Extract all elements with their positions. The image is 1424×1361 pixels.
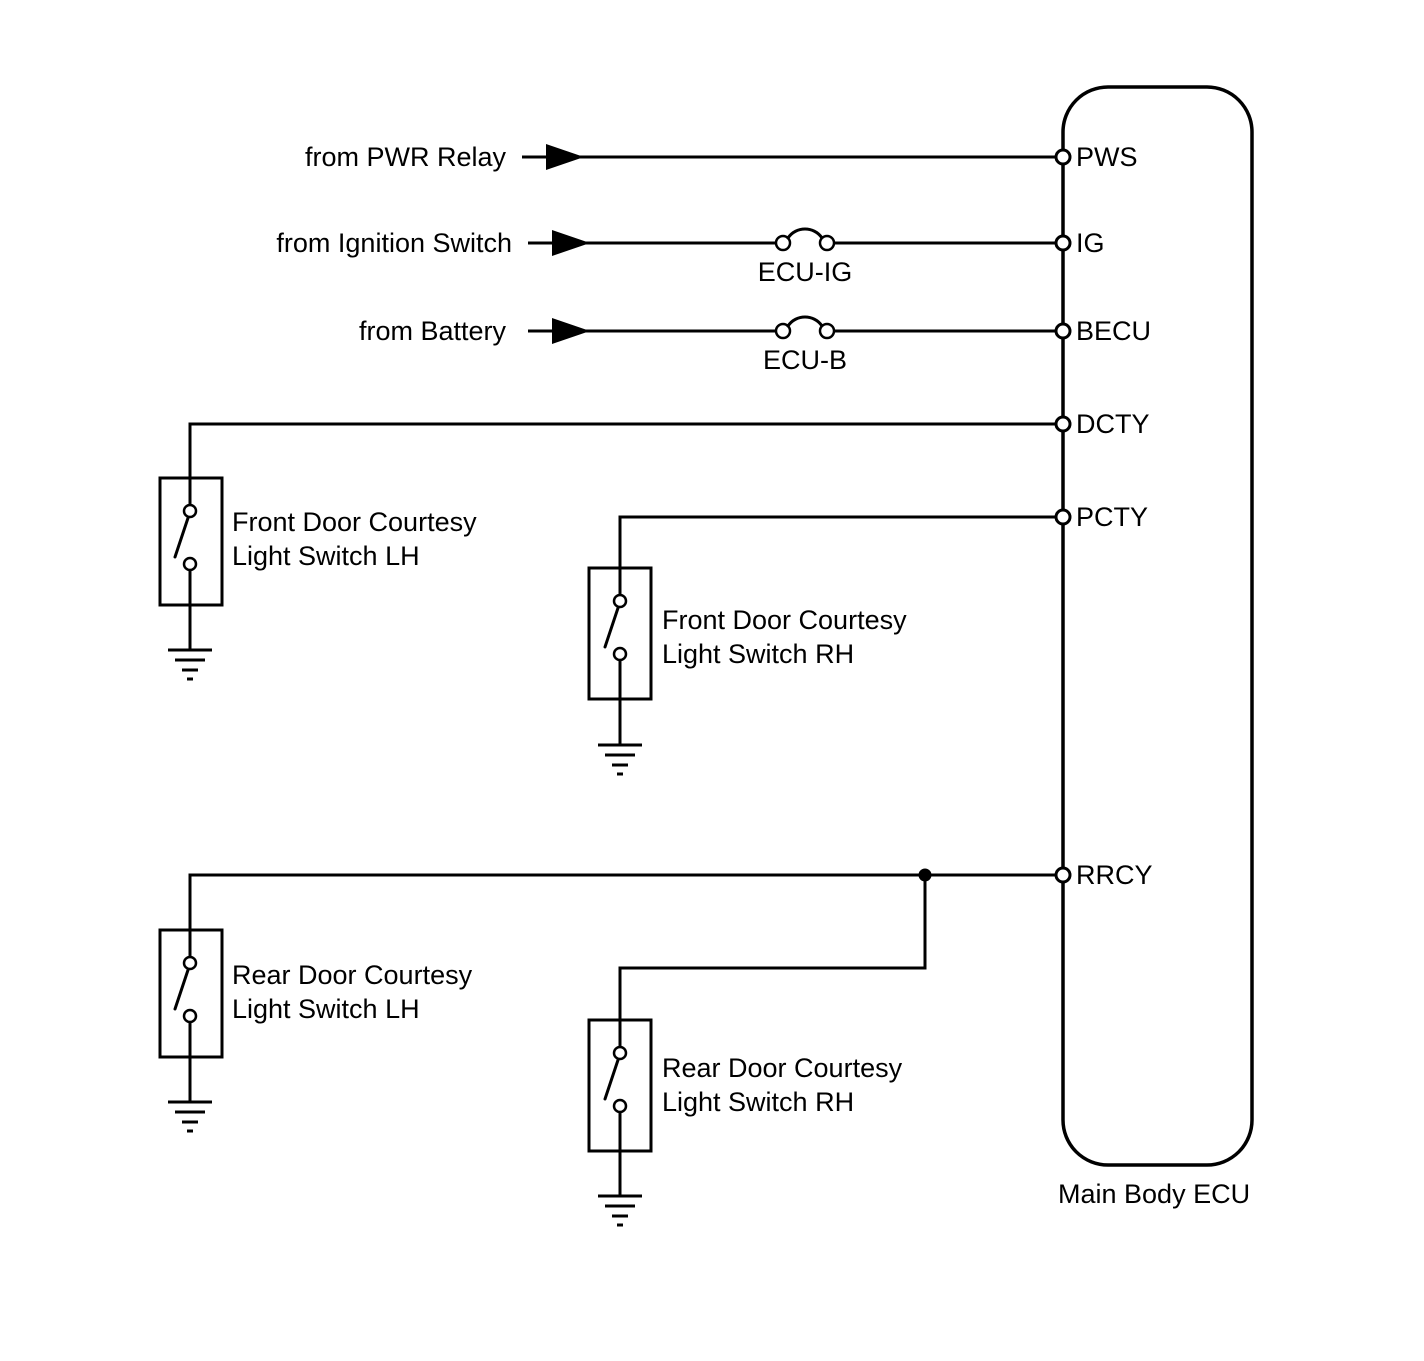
source-label-battery: from Battery bbox=[359, 316, 507, 346]
pin-label-dcty: DCTY bbox=[1076, 409, 1150, 439]
switch-contact bbox=[612, 1098, 628, 1114]
pin-label-ig: IG bbox=[1076, 228, 1105, 258]
pin-label-becu: BECU bbox=[1076, 316, 1151, 346]
switch-contact bbox=[612, 1045, 628, 1061]
switch-rear-door-rh: Rear Door Courtesy Light Switch RH bbox=[587, 1018, 903, 1227]
switch-blade bbox=[603, 1058, 620, 1101]
switch-contact bbox=[182, 503, 198, 519]
switch-blade bbox=[173, 968, 190, 1011]
fuse-contact bbox=[818, 322, 836, 340]
pin-label-rrcy: RRCY bbox=[1076, 860, 1153, 890]
fuse-contact bbox=[774, 322, 792, 340]
arrow-icon-becu bbox=[552, 318, 590, 344]
ground-icon-front-lh bbox=[168, 648, 212, 681]
fuse-ecu-b bbox=[774, 315, 836, 340]
wire-rrcy-branch bbox=[618, 875, 927, 1020]
switch-contact bbox=[182, 1008, 198, 1024]
arrow-icon-pws bbox=[546, 144, 584, 170]
circuit-becu: from Battery ECU-B BECU bbox=[359, 315, 1151, 375]
switch-label-line2: Light Switch RH bbox=[662, 1087, 854, 1117]
fuse-ecu-ig bbox=[774, 227, 836, 252]
source-label-ignition-switch: from Ignition Switch bbox=[276, 228, 512, 258]
pin-becu bbox=[1054, 322, 1072, 340]
wire-dcty bbox=[188, 422, 1056, 478]
source-label-pwr-relay: from PWR Relay bbox=[305, 142, 507, 172]
switch-label-line2: Light Switch LH bbox=[232, 994, 420, 1024]
ground-icon-rear-lh bbox=[168, 1100, 212, 1133]
pin-pws bbox=[1054, 148, 1072, 166]
circuit-pws: from PWR Relay PWS bbox=[305, 142, 1138, 172]
pin-rrcy bbox=[1054, 866, 1072, 884]
switch-label-line2: Light Switch LH bbox=[232, 541, 420, 571]
fuse-label-ecu-ig: ECU-IG bbox=[758, 257, 853, 287]
pin-label-pws: PWS bbox=[1076, 142, 1138, 172]
switch-label-line1: Front Door Courtesy bbox=[662, 605, 907, 635]
arrow-icon-ig bbox=[552, 230, 590, 256]
switch-label-line1: Rear Door Courtesy bbox=[662, 1053, 903, 1083]
main-body-ecu-label: Main Body ECU bbox=[1058, 1179, 1250, 1209]
fuse-contact bbox=[818, 234, 836, 252]
switch-label-line2: Light Switch RH bbox=[662, 639, 854, 669]
switch-contact bbox=[612, 593, 628, 609]
switch-contact bbox=[182, 556, 198, 572]
circuit-ig: from Ignition Switch ECU-IG IG bbox=[276, 227, 1105, 287]
junction-dot-rrcy bbox=[918, 868, 932, 882]
wire-pcty bbox=[618, 515, 1056, 568]
switch-blade bbox=[603, 606, 620, 649]
circuit-dcty: DCTY Front Door Courtesy Light Switch LH bbox=[158, 409, 1150, 681]
fuse-label-ecu-b: ECU-B bbox=[763, 345, 847, 375]
circuit-pcty: PCTY Front Door Courtesy Light Switch RH bbox=[587, 502, 1148, 776]
ground-icon-front-rh bbox=[598, 743, 642, 776]
switch-label-line1: Rear Door Courtesy bbox=[232, 960, 473, 990]
switch-rear-door-lh: Rear Door Courtesy Light Switch LH bbox=[158, 928, 473, 1133]
pin-dcty bbox=[1054, 415, 1072, 433]
switch-label-line1: Front Door Courtesy bbox=[232, 507, 477, 537]
ground-icon-rear-rh bbox=[598, 1194, 642, 1227]
switch-front-door-lh: Front Door Courtesy Light Switch LH bbox=[158, 476, 477, 681]
switch-front-door-rh: Front Door Courtesy Light Switch RH bbox=[587, 566, 907, 776]
circuit-rrcy: RRCY Rear Door Courtesy Light Switch LH bbox=[158, 860, 1153, 1227]
switch-contact bbox=[612, 646, 628, 662]
pin-pcty bbox=[1054, 508, 1072, 526]
main-body-ecu-box bbox=[1061, 85, 1254, 1167]
fuse-element bbox=[786, 227, 824, 240]
pin-ig bbox=[1054, 234, 1072, 252]
fuse-contact bbox=[774, 234, 792, 252]
switch-blade bbox=[173, 516, 190, 559]
wire-rrcy bbox=[188, 873, 1056, 930]
fuse-element bbox=[786, 315, 824, 328]
switch-contact bbox=[182, 955, 198, 971]
pin-label-pcty: PCTY bbox=[1076, 502, 1148, 532]
